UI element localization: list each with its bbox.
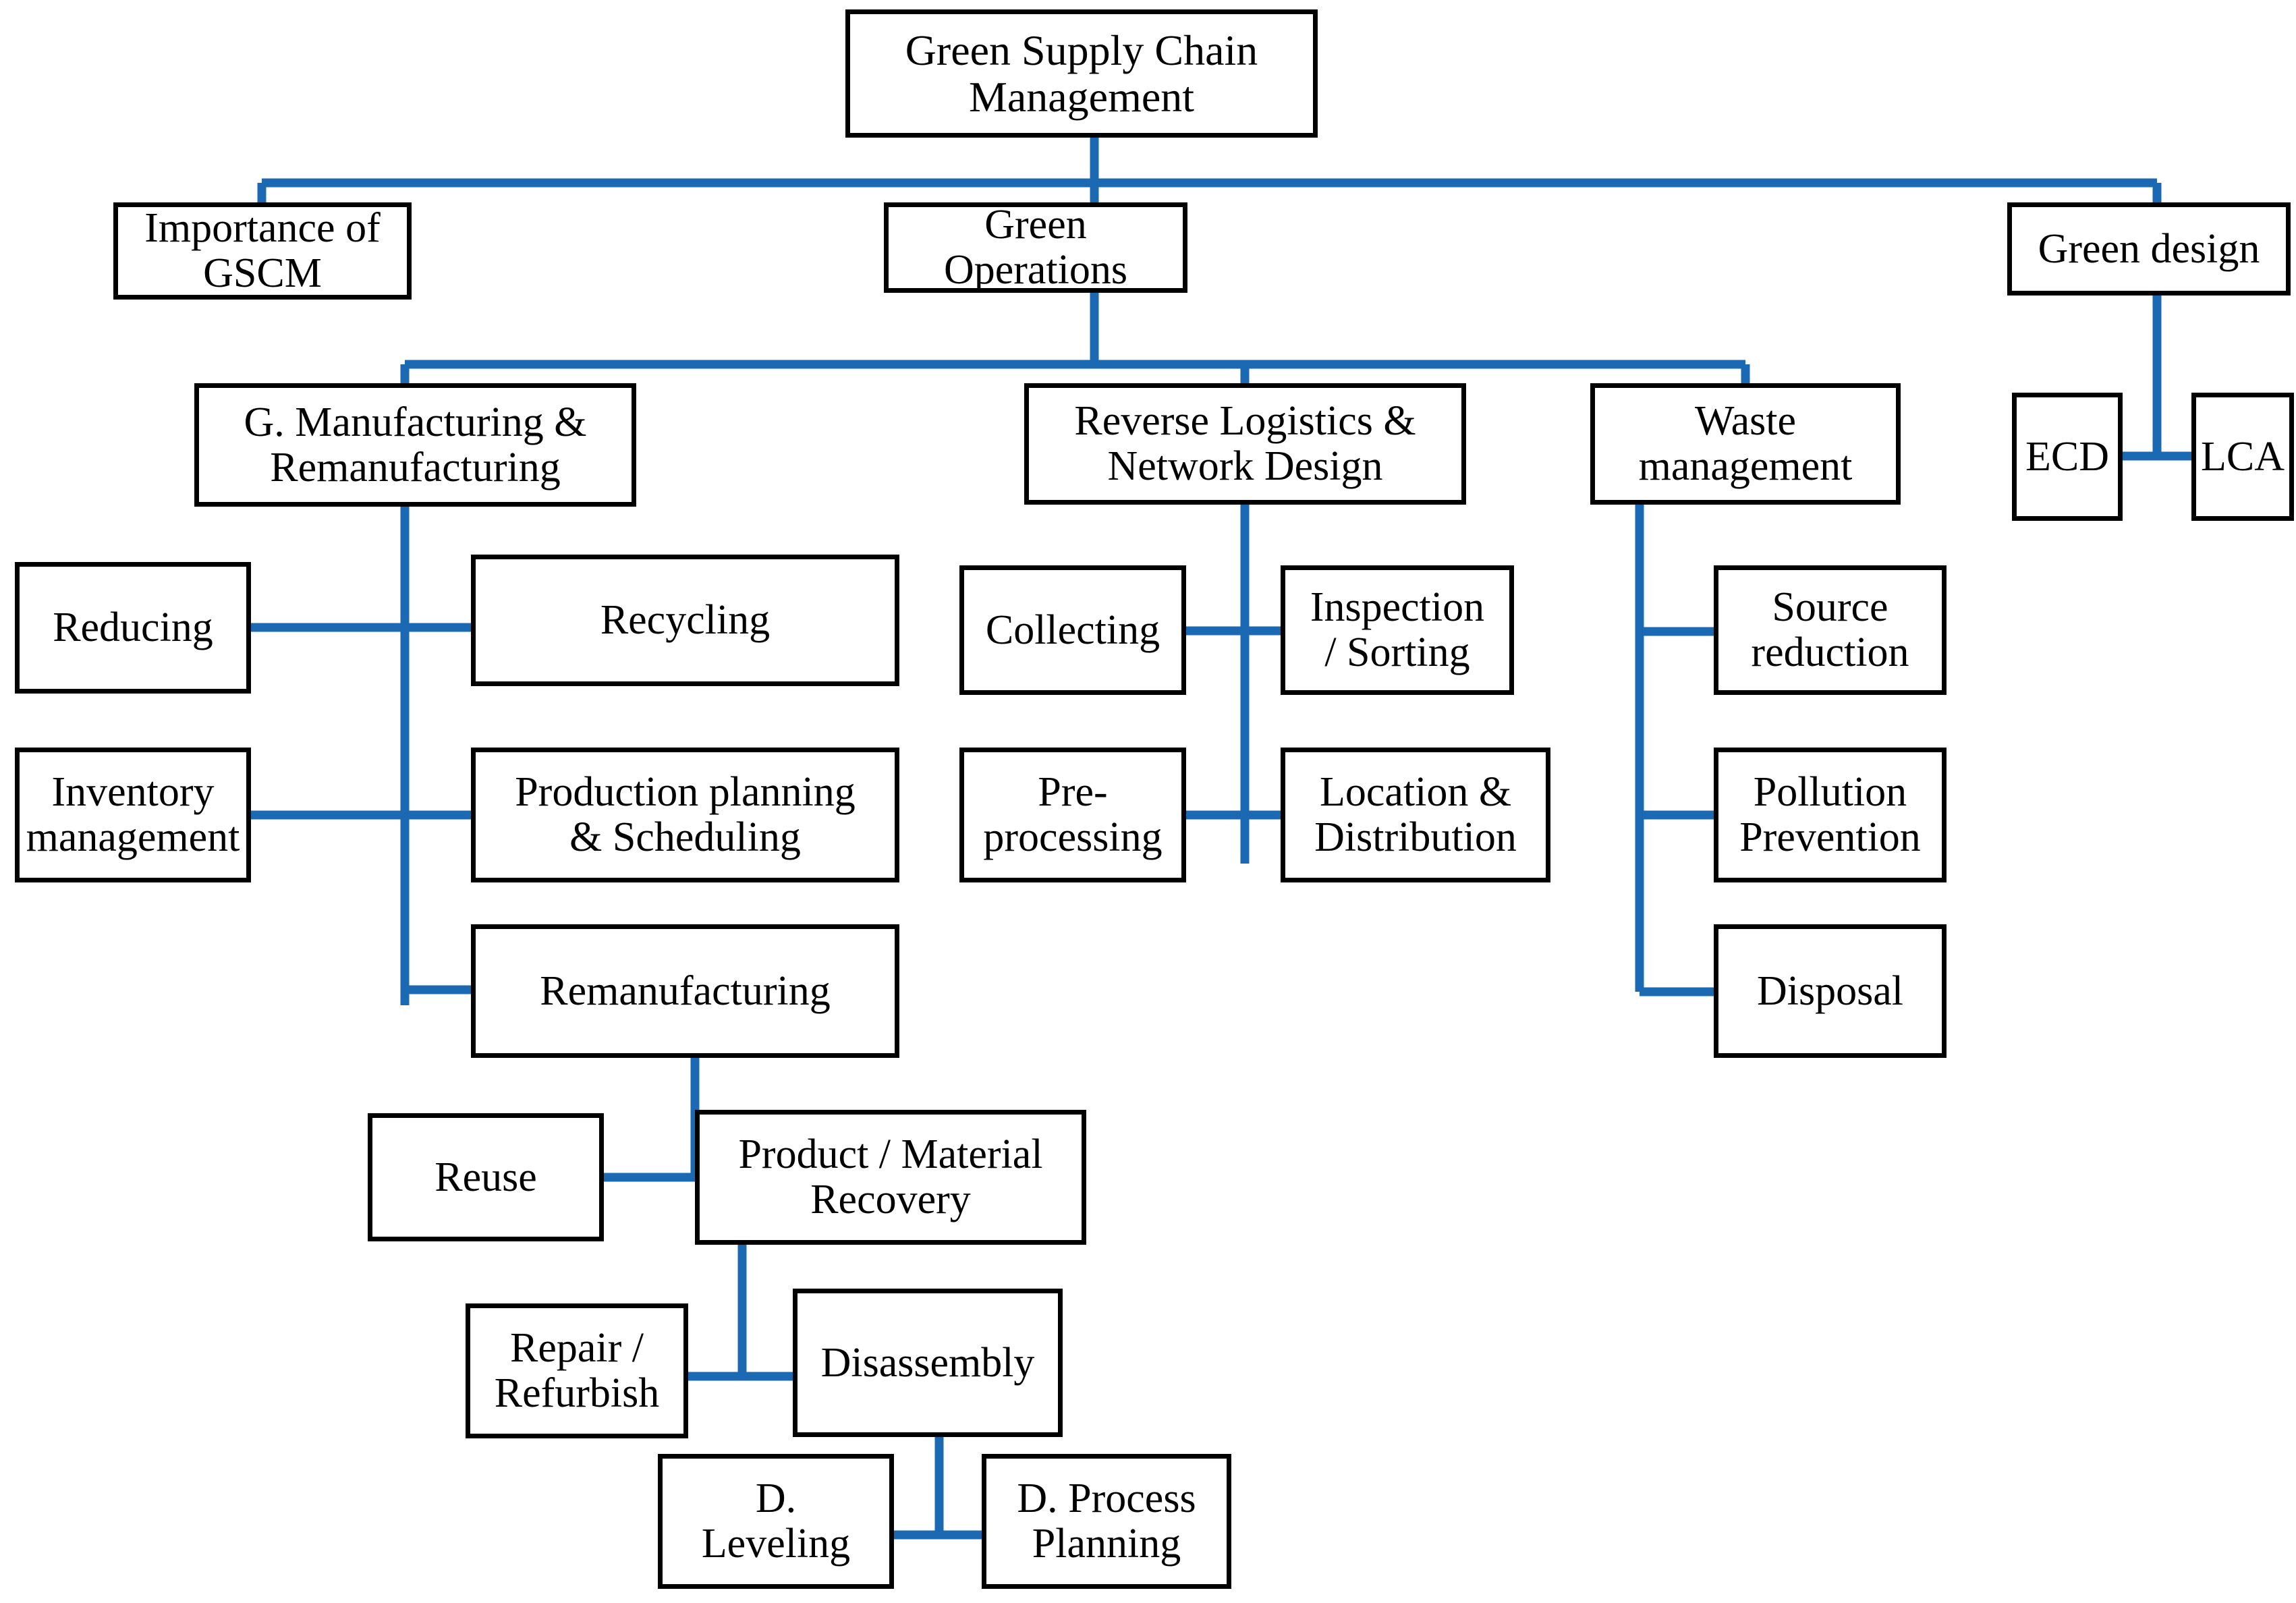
- node-reverse-logistics-network-design[interactable]: Reverse Logistics & Network Design: [1024, 383, 1466, 505]
- node-green-design[interactable]: Green design: [2007, 202, 2291, 296]
- node-waste-management[interactable]: Waste management: [1590, 383, 1901, 505]
- node-green-operations[interactable]: Green Operations: [884, 202, 1187, 293]
- node-product-material-recovery[interactable]: Product / Material Recovery: [695, 1110, 1086, 1245]
- node-location-distribution[interactable]: Location & Distribution: [1281, 748, 1550, 882]
- node-reuse[interactable]: Reuse: [368, 1113, 604, 1241]
- node-recycling[interactable]: Recycling: [471, 555, 899, 686]
- node-inspection-sorting[interactable]: Inspection / Sorting: [1281, 565, 1514, 695]
- node-d-process-planning[interactable]: D. Process Planning: [982, 1454, 1231, 1589]
- node-disposal[interactable]: Disposal: [1714, 924, 1947, 1058]
- node-d-leveling[interactable]: D. Leveling: [658, 1454, 894, 1589]
- node-importance-of-gscm[interactable]: Importance of GSCM: [113, 202, 412, 300]
- node-pre-processing[interactable]: Pre- processing: [959, 748, 1186, 882]
- node-pollution-prevention[interactable]: Pollution Prevention: [1714, 748, 1947, 882]
- node-repair-refurbish[interactable]: Repair / Refurbish: [466, 1303, 688, 1438]
- node-g-manufacturing-remanufacturing[interactable]: G. Manufacturing & Remanufacturing: [194, 383, 636, 507]
- node-remanufacturing[interactable]: Remanufacturing: [471, 924, 899, 1058]
- node-ecd[interactable]: ECD: [2012, 393, 2123, 521]
- node-collecting[interactable]: Collecting: [959, 565, 1186, 695]
- node-disassembly[interactable]: Disassembly: [793, 1289, 1063, 1437]
- node-reducing[interactable]: Reducing: [15, 562, 251, 694]
- node-root[interactable]: Green Supply Chain Management: [845, 9, 1318, 138]
- node-source-reduction[interactable]: Source reduction: [1714, 565, 1947, 695]
- node-lca[interactable]: LCA: [2191, 393, 2294, 521]
- node-inventory-management[interactable]: Inventory management: [15, 748, 251, 882]
- node-production-planning-scheduling[interactable]: Production planning & Scheduling: [471, 748, 899, 882]
